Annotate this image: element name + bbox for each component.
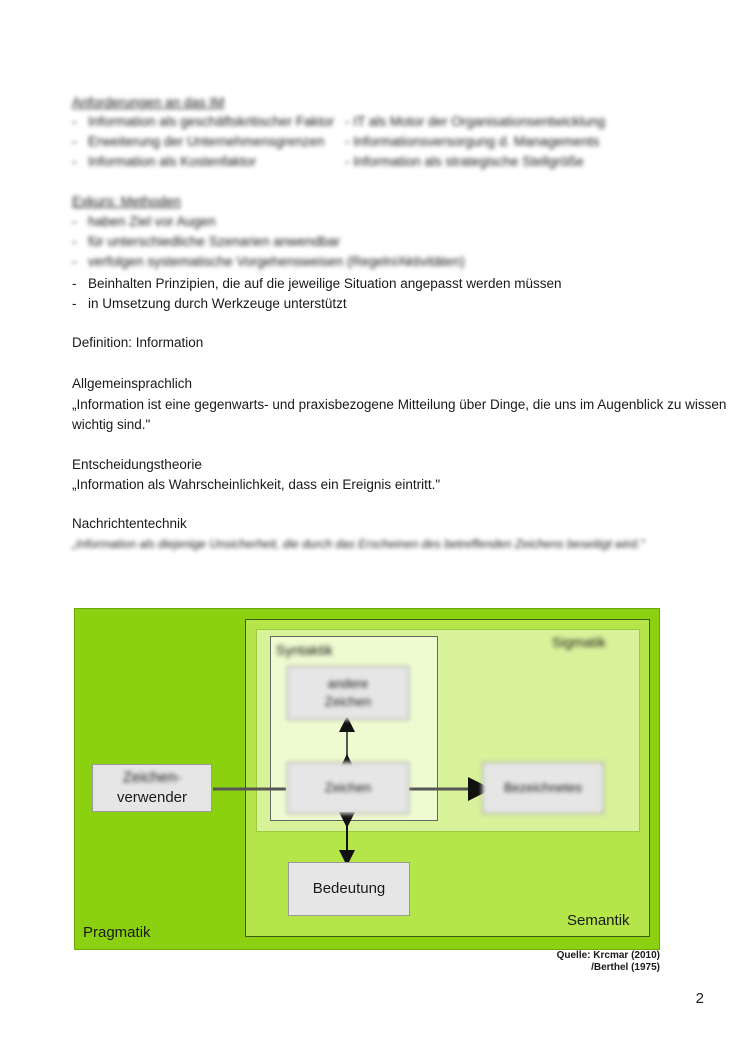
semantik-label: Semantik	[567, 912, 630, 929]
list-item: -in Umsetzung durch Werkzeuge unterstütz…	[72, 296, 347, 311]
list-item: - IT als Motor der Organisationsentwickl…	[345, 114, 606, 129]
list-item: -Information als geschäftskritischer Fak…	[72, 114, 335, 129]
zeichenverwender-node: Zeichen- verwender	[92, 764, 212, 812]
allgemein-label: Allgemeinsprachlich	[72, 376, 193, 391]
list-item: -Information als Kostenfaktor	[72, 154, 257, 169]
exkurs-heading: Exkurs: Methoden	[72, 194, 181, 209]
source-line: Quelle: Krcmar (2010)	[556, 950, 660, 961]
list-item: -für unterschiedliche Szenarien anwendba…	[72, 234, 341, 249]
pragmatik-label: Pragmatik	[83, 924, 151, 941]
anforderungen-heading: Anforderungen an das IM	[72, 95, 225, 110]
bedeutung-node: Bedeutung	[288, 862, 410, 916]
list-item: -Erweiterung der Unternehmensgrenzen	[72, 134, 325, 149]
list-item: - Informationsversorgung d. Managements	[345, 134, 600, 149]
nachrichten-label: Nachrichtentechnik	[72, 516, 187, 531]
syntaktik-label: Syntaktik	[276, 642, 333, 658]
page-number: 2	[695, 990, 704, 1007]
list-item: - Information als strategische Stellgröß…	[345, 154, 584, 169]
list-item: -haben Ziel vor Augen	[72, 214, 216, 229]
allgemein-quote-line2: wichtig sind."	[72, 417, 151, 432]
sigmatik-label: Sigmatik	[552, 634, 606, 650]
entscheidung-quote: „Information als Wahrscheinlichkeit, das…	[72, 477, 441, 492]
list-item: -verfolgen systematische Vorgehensweisen…	[72, 254, 465, 269]
zeichen-node: Zeichen	[287, 762, 409, 814]
list-item: -Beinhalten Prinzipien, die auf die jewe…	[72, 276, 562, 291]
allgemein-quote-line1: „Information ist eine gegenwarts- und pr…	[72, 397, 727, 412]
entscheidung-label: Entscheidungstheorie	[72, 457, 202, 472]
definition-title: Definition: Information	[72, 335, 204, 350]
bezeichnetes-node: Bezeichnetes	[482, 762, 604, 814]
nachrichten-quote: „Information als diejenige Unsicherheit,…	[72, 537, 645, 551]
source-citation: Quelle: Krcmar (2010) /Berthel (1975)	[557, 950, 660, 974]
source-line: /Berthel (1975)	[591, 962, 660, 973]
